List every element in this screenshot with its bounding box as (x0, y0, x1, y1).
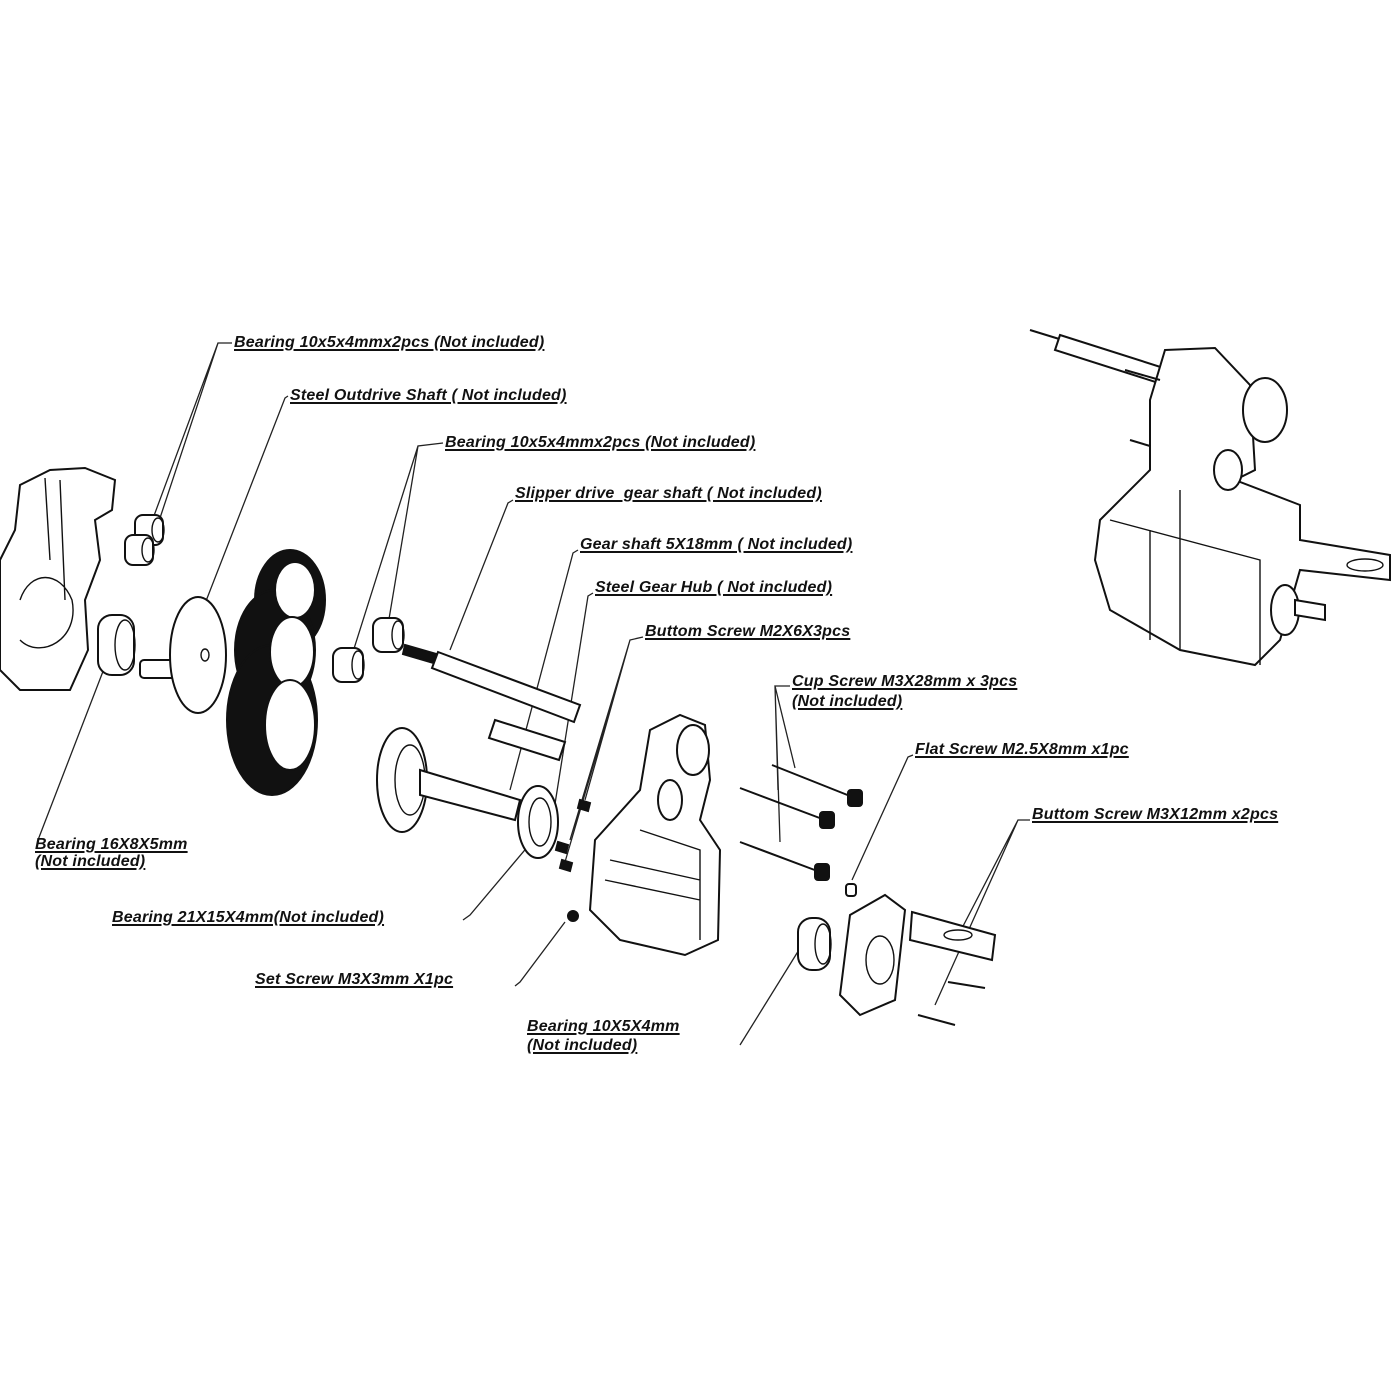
label-cup-screw-note: (Not included) (792, 693, 903, 710)
label-bearing-21: Bearing 21X15X4mm(Not included) (112, 909, 385, 926)
left-gearbox-housing (0, 466, 117, 691)
label-cup-screw: Cup Screw M3X28mm x 3pcs (792, 673, 1018, 690)
cup-screws (739, 764, 863, 897)
outdrive-shaft (139, 596, 227, 714)
leader-bearing-outer (144, 342, 232, 541)
label-buttom-screw-m3: Buttom Screw M3X12mm x2pcs (1032, 806, 1279, 823)
leader-slipper (449, 499, 514, 651)
leader-set-screw (514, 921, 566, 987)
leader-bearing-16 (37, 647, 113, 841)
gear-hub (376, 727, 592, 922)
label-bearing-outer: Bearing 10x5x4mmx2pcs (Not included) (234, 334, 545, 351)
assembled-gearbox (1029, 329, 1391, 667)
label-slipper-shaft: Slipper drive gear shaft ( Not included) (515, 485, 822, 502)
label-bearing-inner: Bearing 10x5x4mmx2pcs (Not included) (445, 434, 756, 451)
leader-cup-screw (774, 685, 796, 843)
label-bearing-10-mount-note: (Not included) (527, 1037, 638, 1054)
leader-outdrive (184, 395, 289, 656)
leader-gear-shaft (509, 549, 579, 791)
inner-bearings-shafts (332, 617, 582, 762)
bearings-outer (97, 514, 165, 676)
label-bearing-10-mount: Bearing 10X5X4mm (527, 1018, 680, 1035)
leader-lines (37, 342, 1030, 1046)
label-flat-screw: Flat Screw M2.5X8mm x1pc (915, 741, 1129, 758)
label-set-screw: Set Screw M3X3mm X1pc (255, 971, 454, 988)
label-gear-shaft: Gear shaft 5X18mm ( Not included) (580, 536, 853, 553)
leader-bearing-inner (351, 442, 444, 656)
label-gear-hub: Steel Gear Hub ( Not included) (595, 579, 833, 596)
label-bearing-16-note: (Not included) (35, 853, 146, 870)
center-gearbox-housing (588, 713, 722, 957)
leader-bearing-21 (462, 831, 541, 921)
motor-mount-plate (797, 893, 997, 1026)
label-bearing-16: Bearing 16X8X5mm (35, 836, 188, 853)
leader-bearing-10 (739, 944, 803, 1046)
leader-m3-screw (934, 819, 1030, 1006)
leader-gear-hub (547, 592, 594, 849)
spur-gears (226, 549, 326, 796)
label-outdrive-shaft: Steel Outdrive Shaft ( Not included) (290, 387, 567, 404)
label-buttom-screw-m2: Buttom Screw M2X6X3pcs (645, 623, 851, 640)
leader-flat-screw (851, 754, 914, 881)
